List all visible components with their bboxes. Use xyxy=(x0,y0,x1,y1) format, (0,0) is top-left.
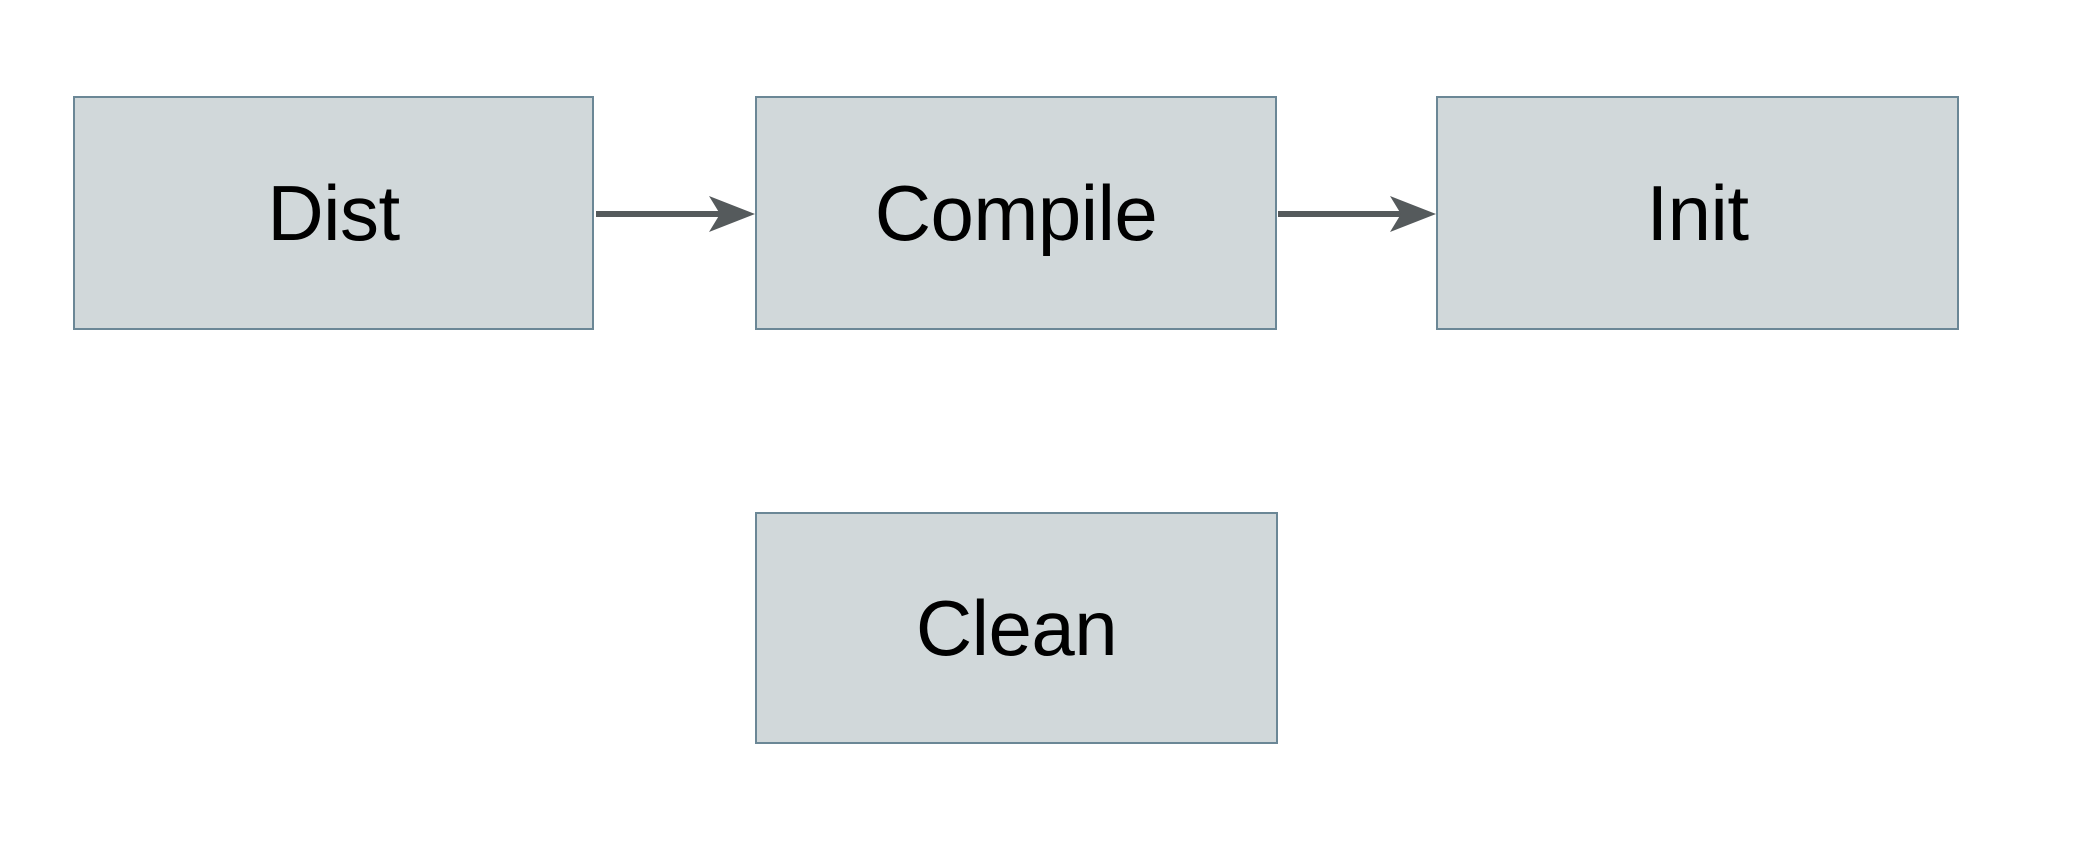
node-clean-label: Clean xyxy=(915,584,1118,672)
edge-dist-to-compile[interactable] xyxy=(596,193,757,235)
node-init[interactable]: Init xyxy=(1436,96,1959,330)
node-dist-label: Dist xyxy=(267,169,400,257)
node-dist[interactable]: Dist xyxy=(73,96,594,330)
node-clean[interactable]: Clean xyxy=(755,512,1278,744)
edge-compile-to-init[interactable] xyxy=(1278,193,1438,235)
arrowhead-triangle xyxy=(709,196,755,232)
node-init-label: Init xyxy=(1646,169,1749,257)
node-compile[interactable]: Compile xyxy=(755,96,1277,330)
node-compile-label: Compile xyxy=(874,169,1158,257)
arrowhead-triangle xyxy=(1390,196,1436,232)
